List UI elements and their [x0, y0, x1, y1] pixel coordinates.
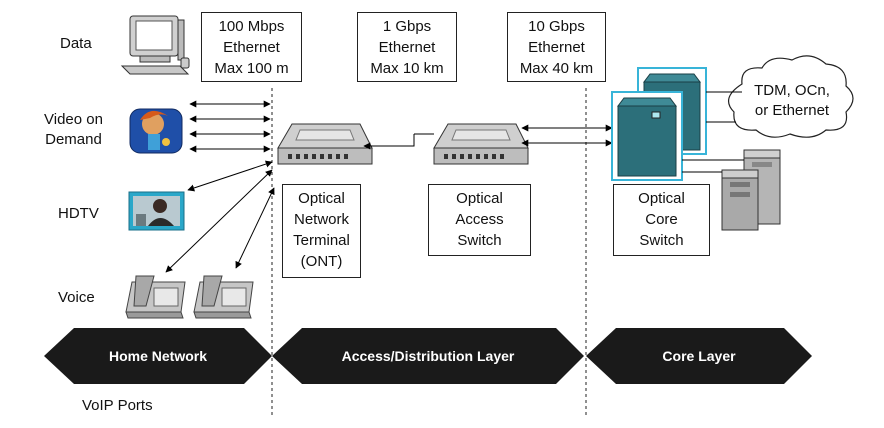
cloud-label-line2: or Ethernet: [754, 102, 830, 119]
cloud-label: TDM, OCn, or Ethernet: [744, 81, 840, 121]
speed-box-1gbps-line2: Ethernet: [378, 39, 436, 56]
core-switch-device-icon: [611, 67, 707, 181]
speed-box-100mbps-line1: 100 Mbps: [218, 18, 285, 35]
access-switch-line3: Switch: [457, 232, 502, 249]
hdtv-link: [187, 160, 273, 192]
voice-link-2: [235, 187, 275, 269]
speed-box-10gbps-line2: Ethernet: [528, 39, 585, 56]
ont-line2: Network: [293, 211, 349, 228]
vod-label-line2: Demand: [45, 131, 102, 148]
speed-box-100mbps-line3: Max 100 m: [214, 60, 289, 77]
hdtv-icon: [128, 191, 185, 231]
hdtv-label: HDTV: [58, 205, 99, 222]
server-icon: [721, 149, 781, 231]
ont-device-icon: [277, 123, 373, 165]
phone-icon-2: [193, 275, 254, 319]
computer-icon: [120, 15, 190, 75]
core-switch-line1: Optical: [638, 190, 685, 207]
ont-line3: Terminal: [293, 232, 350, 249]
phone-icon-1: [125, 275, 186, 319]
speed-box-1gbps: 1 Gbps Ethernet Max 10 km: [357, 12, 457, 82]
voip-ports-label: VoIP Ports: [82, 397, 153, 414]
access-layer-label: Access/Distribution Layer: [342, 348, 515, 364]
cloud-label-line1: TDM, OCn,: [754, 82, 830, 99]
speed-box-100mbps: 100 Mbps Ethernet Max 100 m: [201, 12, 302, 82]
speed-box-10gbps: 10 Gbps Ethernet Max 40 km: [507, 12, 606, 82]
speed-box-1gbps-line3: Max 10 km: [370, 60, 444, 77]
core-switch-label-box: Optical Core Switch: [613, 184, 710, 256]
access-layer-band: [272, 328, 584, 384]
speed-box-10gbps-line3: Max 40 km: [519, 60, 594, 77]
core-switch-line3: Switch: [639, 232, 684, 249]
cloud-shape: [727, 55, 854, 138]
speed-box-10gbps-line1: 10 Gbps: [528, 18, 585, 35]
home-network-band: [44, 328, 272, 384]
access-switch-line2: Access: [455, 211, 504, 228]
speed-box-100mbps-line2: Ethernet: [223, 39, 280, 56]
ont-access-link: [363, 134, 415, 150]
video-on-demand-icon: [129, 108, 183, 154]
core-layer-label: Core Layer: [662, 348, 736, 364]
access-switch-device-icon: [433, 123, 529, 165]
data-label: Data: [60, 35, 92, 52]
ont-line4: (ONT): [300, 253, 343, 270]
speed-box-1gbps-line1: 1 Gbps: [382, 18, 432, 35]
access-switch-line1: Optical: [456, 190, 503, 207]
home-network-label: Home Network: [109, 348, 207, 364]
access-switch-label-box: Optical Access Switch: [428, 184, 531, 256]
voice-label: Voice: [58, 289, 95, 306]
ont-label-box: Optical Network Terminal (ONT): [282, 184, 361, 278]
vod-label: Video on Demand: [44, 110, 103, 150]
voice-link-1: [165, 169, 273, 273]
vod-label-line1: Video on: [44, 111, 103, 128]
core-switch-line2: Core: [645, 211, 678, 228]
core-layer-band: [586, 328, 812, 384]
ont-line1: Optical: [298, 190, 345, 207]
